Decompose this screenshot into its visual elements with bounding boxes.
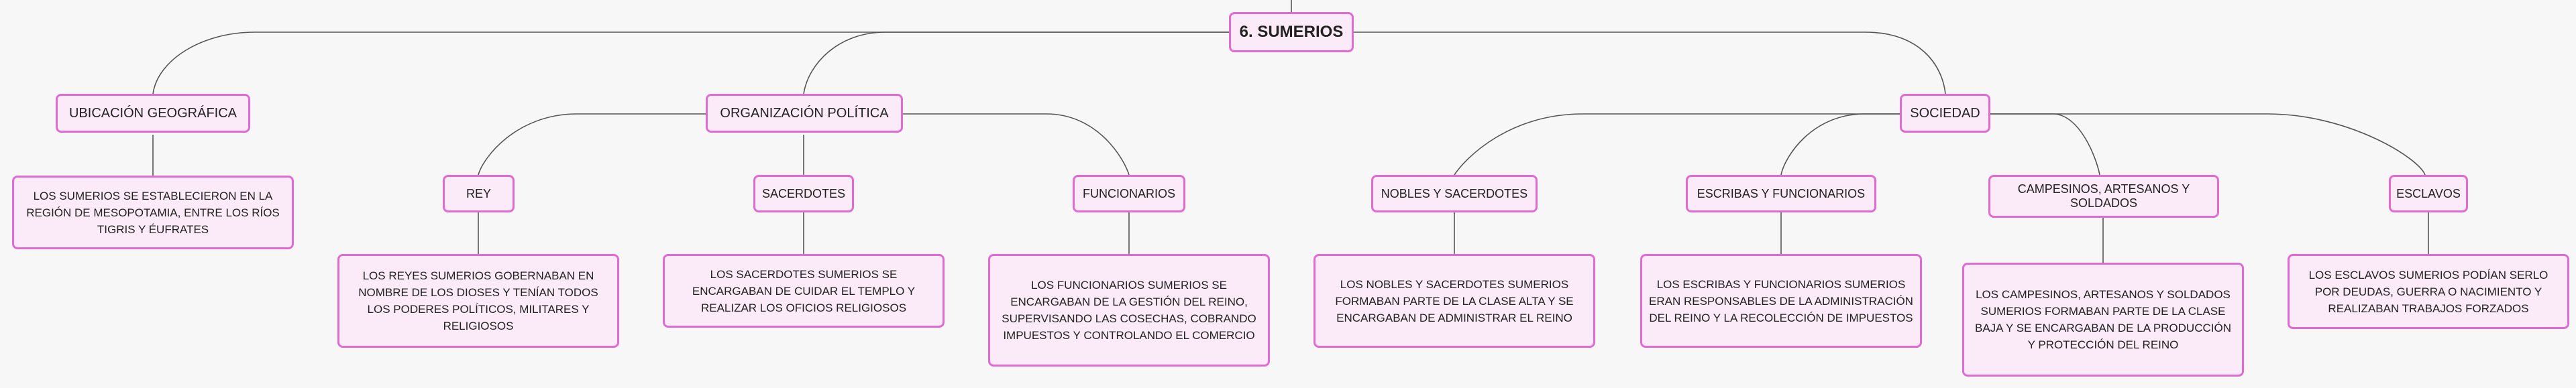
root-node-title[interactable]: 6. SUMERIOS bbox=[1229, 12, 1354, 52]
node-organizacion-politica[interactable]: ORGANIZACIÓN POLÍTICA bbox=[706, 94, 903, 133]
desc-funcionarios[interactable]: LOS FUNCIONARIOS SUMERIOS SE ENCARGABAN … bbox=[988, 254, 1270, 367]
desc-campesinos[interactable]: LOS CAMPESINOS, ARTESANOS Y SOLDADOS SUM… bbox=[1962, 263, 2244, 377]
node-funcionarios[interactable]: FUNCIONARIOS bbox=[1073, 175, 1185, 212]
node-ubicacion-geografica[interactable]: UBICACIÓN GEOGRÁFICA bbox=[56, 94, 250, 133]
node-rey[interactable]: REY bbox=[443, 175, 515, 212]
desc-sacerdotes[interactable]: LOS SACERDOTES SUMERIOS SE ENCARGABAN DE… bbox=[663, 254, 945, 328]
node-sociedad[interactable]: SOCIEDAD bbox=[1900, 94, 1990, 133]
node-escribas-y-funcionarios[interactable]: ESCRIBAS Y FUNCIONARIOS bbox=[1686, 175, 1876, 212]
desc-escribas-y-funcionarios[interactable]: LOS ESCRIBAS Y FUNCIONARIOS SUMERIOS ERA… bbox=[1640, 254, 1922, 348]
desc-nobles-y-sacerdotes[interactable]: LOS NOBLES Y SACERDOTES SUMERIOS FORMABA… bbox=[1313, 254, 1595, 348]
desc-rey[interactable]: LOS REYES SUMERIOS GOBERNABAN EN NOMBRE … bbox=[337, 254, 619, 348]
node-campesinos-artesanos-soldados[interactable]: CAMPESINOS, ARTESANOS Y SOLDADOS bbox=[1988, 175, 2219, 218]
node-sacerdotes[interactable]: SACERDOTES bbox=[753, 175, 854, 212]
desc-ubicacion[interactable]: LOS SUMERIOS SE ESTABLECIERON EN LA REGI… bbox=[12, 176, 294, 249]
node-esclavos[interactable]: ESCLAVOS bbox=[2389, 175, 2468, 212]
node-nobles-y-sacerdotes[interactable]: NOBLES Y SACERDOTES bbox=[1371, 175, 1538, 212]
desc-esclavos[interactable]: LOS ESCLAVOS SUMERIOS PODÍAN SERLO POR D… bbox=[2288, 254, 2569, 329]
